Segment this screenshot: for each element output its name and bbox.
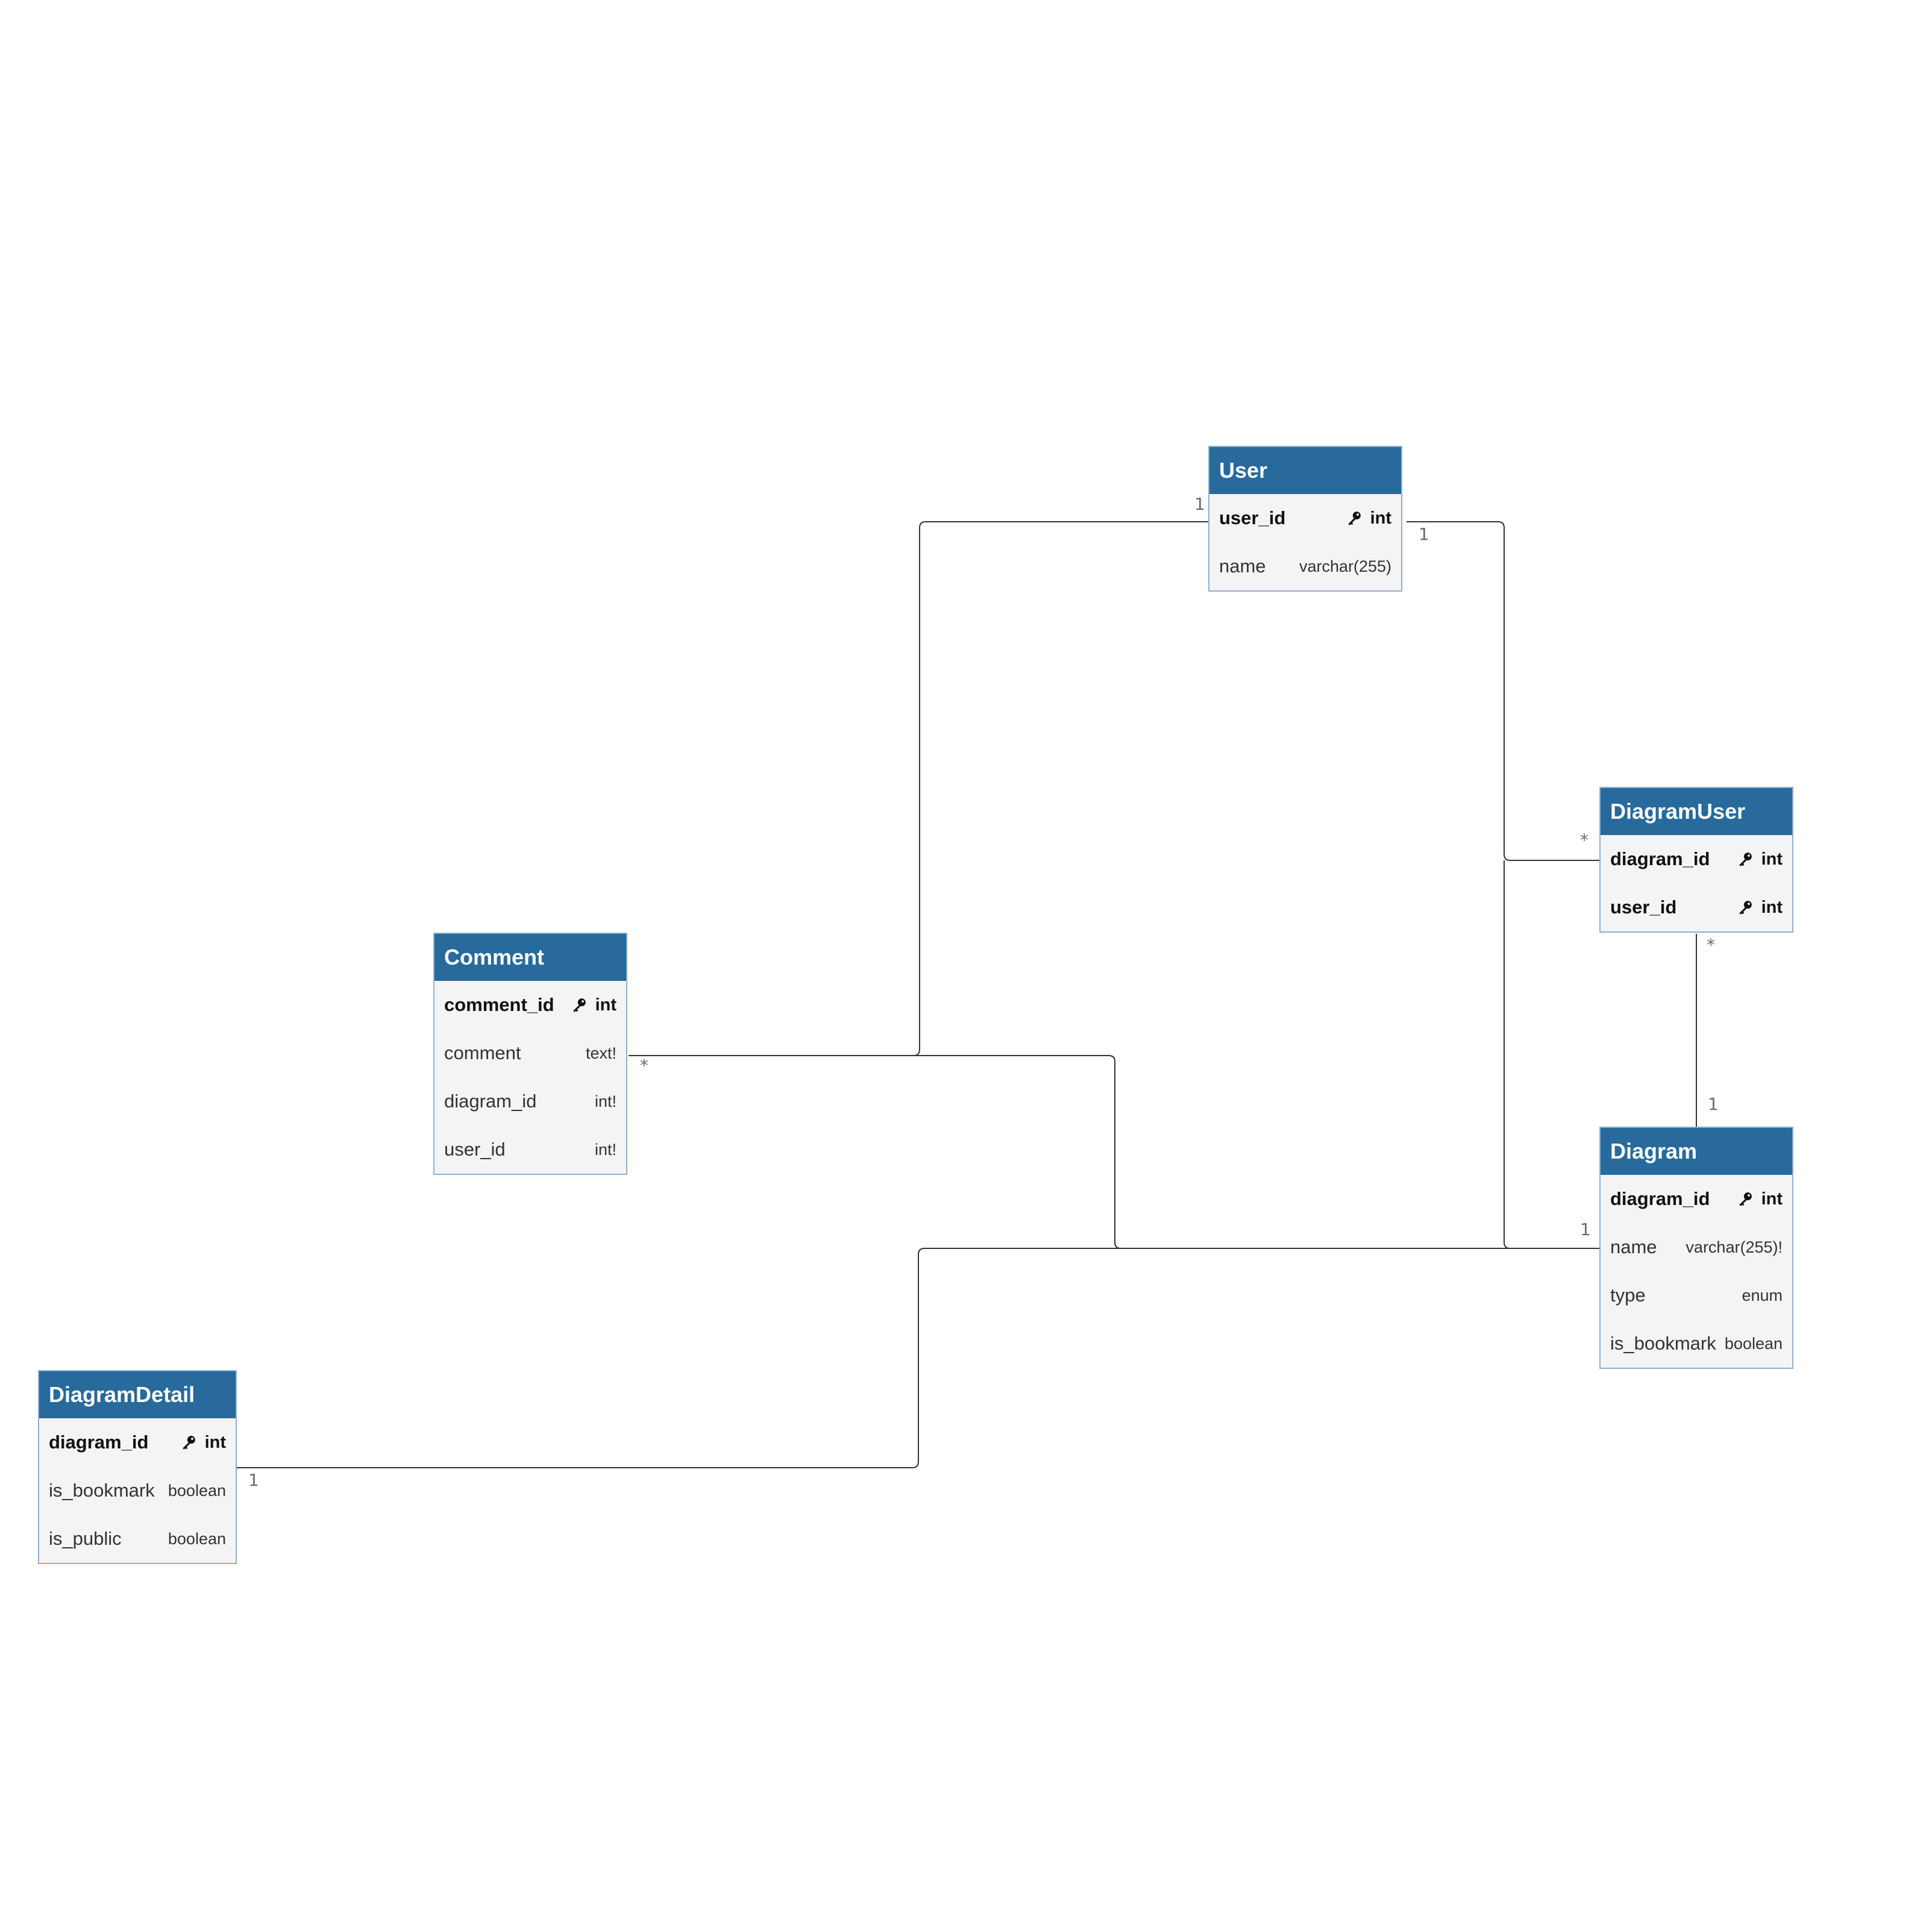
edge-user-comment [629,521,1208,1056]
column-type: varchar(255) [1299,557,1391,575]
column-type: boolean [168,1481,226,1500]
edge-diagram-comment [914,1055,1599,1249]
table-row[interactable]: diagram_id int [39,1418,236,1466]
column-name: comment_id [444,994,554,1015]
column-type: int! [594,1140,616,1159]
table-row[interactable]: diagram_id int! [434,1077,626,1125]
column-name: diagram_id [1610,1188,1710,1209]
column-name: type [1610,1285,1646,1306]
column-name: is_public [49,1528,122,1549]
key-icon [182,1436,195,1450]
table-title: Diagram [1601,1128,1792,1175]
table-row[interactable]: name varchar(255)! [1601,1223,1792,1271]
column-name: diagram_id [1610,848,1710,869]
column-type: int [1761,849,1783,869]
table-diagram-detail[interactable]: DiagramDetail diagram_id int is_bookmark… [38,1370,237,1564]
table-row[interactable]: user_id int! [434,1125,626,1174]
column-type: int [1761,1189,1783,1209]
edge-diagram-trunk [1504,860,1599,1249]
card-user-diagramuser-many: * [1580,830,1589,850]
column-name: comment [444,1042,521,1063]
column-type: boolean [1724,1334,1783,1353]
column-name: user_id [1219,507,1286,528]
column-type-group: int [181,1433,226,1453]
table-comment[interactable]: Comment comment_id int comment text! dia… [433,933,627,1175]
column-name: name [1610,1236,1657,1257]
edge-user-diagramuser [1407,521,1599,861]
key-icon [572,998,586,1012]
table-row[interactable]: is_bookmark boolean [39,1466,236,1515]
column-type: int [1761,897,1783,917]
column-type: int [204,1432,226,1452]
column-type: boolean [168,1529,226,1548]
table-row[interactable]: user_id int [1209,494,1401,542]
table-row[interactable]: comment text! [434,1029,626,1077]
column-name: user_id [444,1139,506,1160]
table-title: DiagramDetail [39,1371,236,1418]
table-row[interactable]: name varchar(255) [1209,542,1401,590]
edge-diagram-diagramdetail [237,1248,1121,1468]
card-diagram-diagramuser-1: 1 [1708,1094,1719,1114]
card-diagram-comment-1: 1 [1580,1219,1591,1239]
key-icon [1347,512,1361,525]
key-icon [1739,1192,1752,1206]
column-name: is_bookmark [49,1480,155,1501]
key-icon [1739,901,1752,915]
column-type-group: int [1737,850,1783,869]
table-row[interactable]: diagram_id int [1601,1175,1792,1223]
table-diagram[interactable]: Diagram diagram_id int name varchar(255)… [1599,1127,1793,1369]
column-type: int [595,995,616,1015]
table-title: DiagramUser [1601,788,1792,835]
column-type-group: int [1346,509,1391,528]
table-row[interactable]: user_id int [1601,883,1792,931]
card-diagram-detail-1: 1 [248,1470,259,1490]
card-diagram-diagramuser-many: * [1707,935,1715,955]
column-name: name [1219,556,1266,577]
table-row[interactable]: diagram_id int [1601,835,1792,883]
card-user-comment-1: 1 [1194,494,1205,514]
table-row[interactable]: is_bookmark boolean [1601,1319,1792,1368]
column-type: enum [1742,1286,1783,1304]
column-type-group: int [1737,898,1783,918]
table-title: User [1209,447,1401,494]
table-user[interactable]: User user_id int name varchar(255) [1208,446,1402,592]
column-name: user_id [1610,897,1677,918]
column-type-group: int [1737,1189,1783,1209]
column-type: int [1370,508,1391,528]
column-name: diagram_id [49,1432,149,1453]
key-icon [1739,853,1752,866]
column-type: text! [585,1044,616,1062]
column-type: int! [594,1092,616,1110]
column-type: varchar(255)! [1686,1238,1783,1256]
table-row[interactable]: type enum [1601,1271,1792,1319]
column-name: diagram_id [444,1091,537,1112]
column-name: is_bookmark [1610,1333,1716,1354]
card-user-diagramuser-1: 1 [1419,524,1429,544]
table-row[interactable]: is_public boolean [39,1515,236,1563]
table-row[interactable]: comment_id int [434,981,626,1029]
column-type-group: int [571,995,616,1015]
table-diagram-user[interactable]: DiagramUser diagram_id int user_id int [1599,787,1793,933]
card-user-comment-many: * [640,1056,648,1075]
table-title: Comment [434,934,626,981]
